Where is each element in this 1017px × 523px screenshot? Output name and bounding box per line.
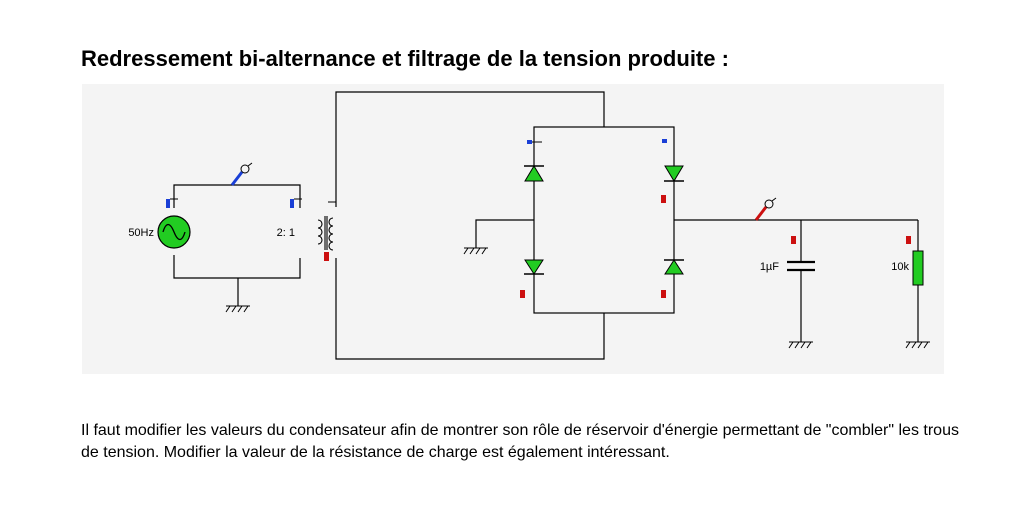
resistor[interactable]	[912, 250, 924, 286]
ac-source[interactable]	[157, 215, 191, 249]
source-label: 50Hz	[128, 227, 154, 239]
capacitor[interactable]	[787, 260, 815, 272]
wire-source-top	[173, 184, 301, 208]
page-title: Redressement bi-alternance et filtrage d…	[81, 46, 729, 71]
ground-icon	[463, 247, 488, 255]
wire-secondary-top	[335, 91, 605, 207]
wire-secondary-bottom	[335, 258, 605, 360]
transformer-label: 2: 1	[277, 227, 295, 239]
ground-icon	[225, 305, 250, 313]
resistor-label: 10k	[891, 261, 909, 273]
wire-source-bottom	[173, 255, 301, 279]
diode-top-left[interactable]	[524, 165, 544, 182]
wires	[173, 91, 919, 360]
transformer[interactable]	[317, 216, 334, 251]
wire-bridge-ground	[475, 219, 534, 248]
probe-icon[interactable]	[754, 197, 777, 221]
diode-bottom-left[interactable]	[524, 259, 544, 275]
circuit-canvas	[82, 84, 944, 374]
terminal-markers	[166, 139, 911, 298]
ground-icon	[905, 341, 930, 349]
circuit-diagram: 50Hz 2: 1 1µF 10k	[82, 84, 944, 374]
diode-bottom-right[interactable]	[664, 259, 684, 275]
probe-icon[interactable]	[230, 162, 253, 186]
diode-top-right[interactable]	[664, 165, 684, 182]
ground-icon	[788, 341, 813, 349]
description-paragraph: Il faut modifier les valeurs du condensa…	[81, 422, 959, 461]
capacitor-label: 1µF	[760, 261, 779, 273]
